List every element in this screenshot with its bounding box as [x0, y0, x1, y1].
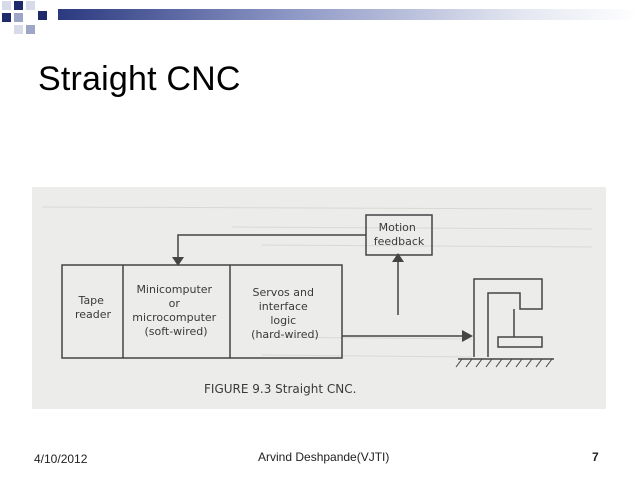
- motion-feedback-label: Motion feedback: [374, 221, 425, 248]
- minicomputer-label: Minicomputer or microcomputer (soft-wire…: [132, 283, 219, 338]
- decor-square: [14, 1, 23, 10]
- decor-square: [2, 1, 11, 10]
- feedback-path: [177, 234, 464, 337]
- machine-tool-icon: [458, 278, 554, 360]
- block-diagram: Motion feedback Tape reader Minicomputer…: [41, 206, 593, 396]
- decor-square: [26, 1, 35, 10]
- header-gradient-bar: [58, 9, 638, 20]
- servos-label: Servos and interface logic (hard-wired): [251, 286, 319, 341]
- slide-title: Straight CNC: [38, 60, 241, 98]
- ground-hatching: [455, 358, 553, 368]
- tape-reader-label: Tape reader: [75, 294, 112, 321]
- footer-date: 4/10/2012: [34, 452, 88, 466]
- arrow-head: [172, 257, 184, 266]
- arrow-head: [392, 253, 404, 262]
- decor-square: [2, 13, 11, 22]
- decor-square: [14, 25, 23, 34]
- page-number: 7: [592, 450, 599, 464]
- scan-texture: [41, 206, 593, 358]
- figure-straight-cnc: Motion feedback Tape reader Minicomputer…: [32, 187, 606, 409]
- header-decoration: [0, 0, 638, 40]
- decor-square: [14, 13, 23, 22]
- controller-box: [61, 264, 343, 359]
- arrow-head: [462, 330, 473, 342]
- decor-square: [38, 11, 47, 20]
- decor-square: [26, 25, 35, 34]
- figure-caption: FIGURE 9.3 Straight CNC.: [204, 382, 356, 396]
- footer-author: Arvind Deshpande(VJTI): [258, 450, 390, 464]
